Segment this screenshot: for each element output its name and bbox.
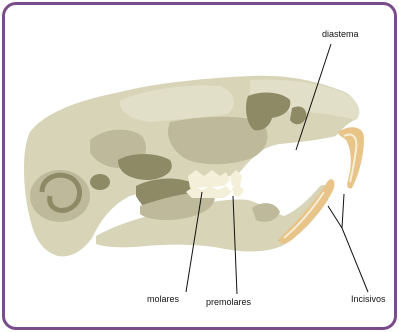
premolar-teeth xyxy=(230,170,244,196)
label-incisivos: Incisivos xyxy=(351,294,386,304)
incisivos-leader xyxy=(342,194,368,292)
label-molares: molares xyxy=(147,294,180,304)
molar-teeth xyxy=(186,170,232,198)
label-diastema: diastema xyxy=(322,29,359,39)
incisivos-leader-lower xyxy=(328,206,342,228)
lower-incisor xyxy=(278,179,334,244)
label-premolares: premolares xyxy=(206,297,252,307)
